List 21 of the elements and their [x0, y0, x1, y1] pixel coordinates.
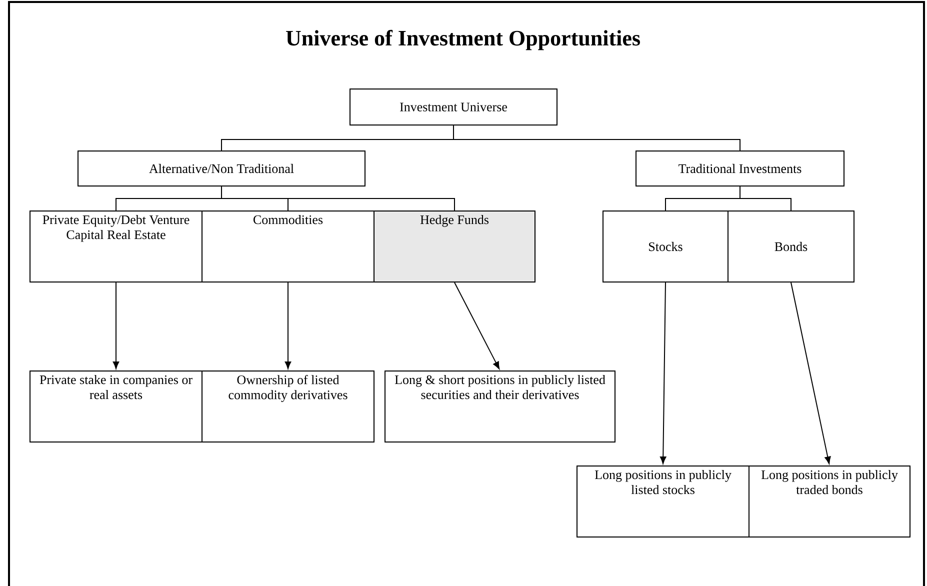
box: Private Equity/Debt Venture Capital Real Estate	[30, 210, 202, 282]
box: Long & short positions in publicly listed securities and their derivatives	[384, 370, 616, 442]
connector-line	[221, 186, 455, 211]
box: Stocks	[602, 210, 728, 282]
connector-line	[740, 186, 792, 211]
box: Hedge Funds	[374, 210, 536, 282]
arrow	[112, 282, 120, 369]
box: Private stake in companies or real assets	[30, 370, 202, 442]
box: Traditional Investments	[636, 150, 844, 186]
arrow	[284, 282, 292, 369]
box: Investment Universe	[350, 88, 558, 126]
title: Universe of Investment Opportunities	[286, 30, 640, 50]
connector-line	[453, 125, 740, 151]
box: Ownership of listed commodity derivatives	[202, 370, 374, 442]
box: Long positions in publicly traded bonds	[748, 466, 910, 538]
arrow	[660, 282, 666, 464]
arrow	[790, 282, 831, 464]
arrow	[454, 282, 500, 370]
box: Alternative/Non Traditional	[78, 150, 366, 186]
box: Long positions in publicly listed stocks	[576, 466, 750, 538]
box: Bonds	[728, 210, 854, 282]
